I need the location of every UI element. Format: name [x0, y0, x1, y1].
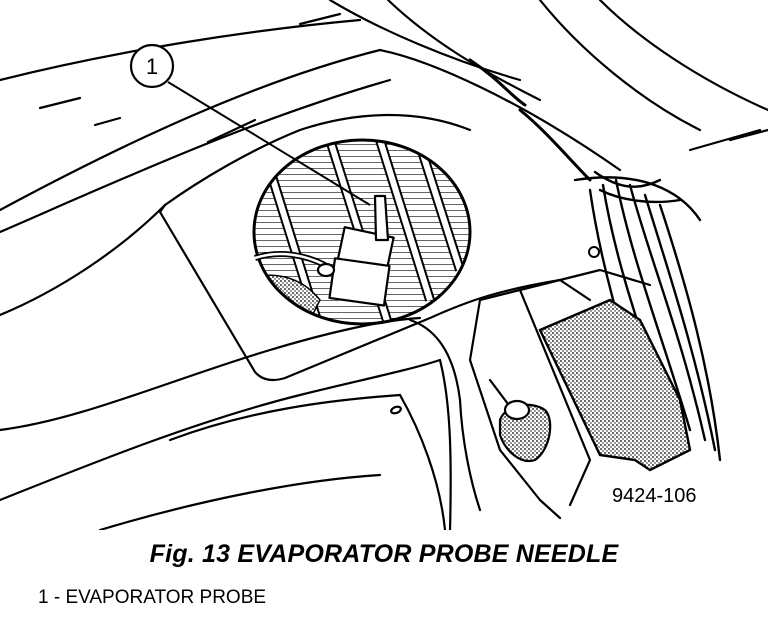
control-module [538, 298, 692, 472]
dash-upper-line [0, 18, 362, 82]
dash-upper-line-2 [0, 48, 382, 212]
evaporator-probe-illustration: 1 9424-106 [0, 0, 768, 530]
callout-1: 1 [129, 43, 371, 206]
callout-leader-line [167, 81, 371, 206]
drawing-id: 9424-106 [612, 485, 697, 507]
callout-number: 1 [146, 54, 158, 79]
figure-caption: Fig. 13 EVAPORATOR PROBE NEEDLE [149, 540, 619, 568]
probe-needle [254, 194, 395, 307]
blower-housing [478, 288, 592, 507]
evaporator-opening-rim [252, 138, 472, 326]
legend-item: 1 - EVAPORATOR PROBE [38, 587, 267, 608]
housing-panel [158, 203, 562, 382]
